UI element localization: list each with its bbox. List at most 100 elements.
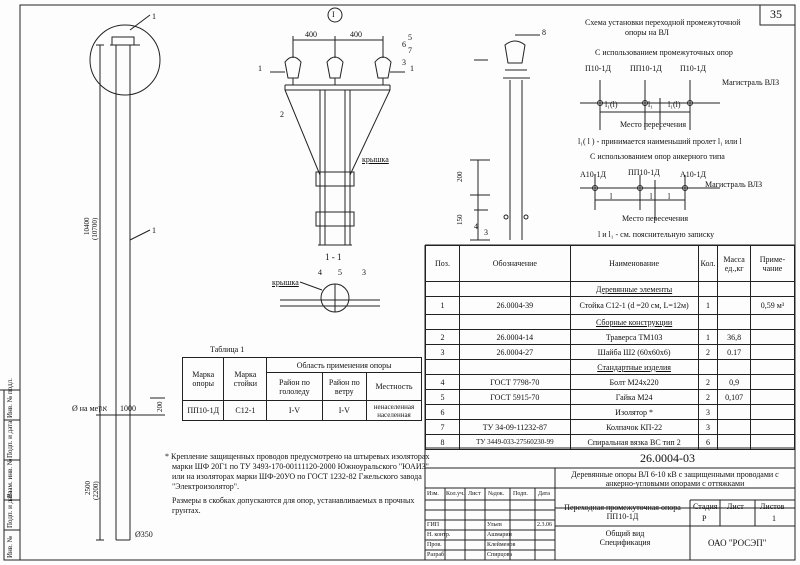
- underground-dim-alt: (2200): [92, 481, 100, 500]
- side-strip-label: Инв. №: [6, 535, 14, 558]
- side-insulator: [504, 40, 526, 64]
- underground-dim: 2500: [84, 481, 92, 495]
- col-hdr: Изм.: [427, 491, 439, 497]
- col-hdr: Дата: [538, 491, 550, 497]
- crossing-1: Место пересечения: [620, 120, 687, 129]
- callout-1a: 1: [152, 12, 156, 21]
- dim-400-left: 400: [305, 30, 317, 39]
- scheme-sub2: С использованием опор анкерного типа: [590, 152, 725, 161]
- role: Разраб.: [427, 552, 446, 558]
- base-dim-2: 200: [156, 401, 164, 413]
- side-dim-200: 200: [456, 171, 464, 183]
- side-callout-4: 4: [474, 222, 478, 231]
- crossing-2: Место пересечения: [622, 214, 689, 223]
- diameter-label: Ø350: [135, 530, 153, 539]
- spec-section: Деревянные элементы: [569, 281, 699, 297]
- sheets-header: Листов: [760, 502, 785, 511]
- detail-callout-6: 6: [402, 40, 406, 49]
- note2-line-1: Размеры в скобках допускаются для опор, …: [172, 496, 415, 505]
- person: Клейменов: [487, 542, 516, 548]
- col-hdr: Подп.: [513, 491, 528, 497]
- spec-table: Поз. Обозначение Наименование Кол. Масса…: [425, 245, 796, 450]
- detail-circle: [89, 24, 161, 96]
- person: Ашмарин: [487, 532, 512, 538]
- section-callout-4: 4: [318, 268, 322, 277]
- sheet-header: Лист: [727, 502, 744, 511]
- doc-code: 26.0004-03: [640, 451, 695, 465]
- spec-section: Стандартные изделия: [569, 359, 699, 375]
- sign-date: 2.3.06: [537, 522, 552, 528]
- table1-cell: I-V: [266, 400, 323, 421]
- sheet-kind: Общий вид Спецификация: [599, 529, 651, 547]
- scheme-title-2: опоры на ВЛ: [625, 28, 669, 37]
- side-strip-label: Инв. № подл.: [6, 378, 14, 418]
- height-dim-alt: (10700): [91, 217, 99, 240]
- spec-header: Обозначение: [459, 245, 571, 282]
- role: ГИП: [427, 522, 440, 528]
- insulator-left: [284, 56, 302, 85]
- role: Пров.: [427, 542, 442, 548]
- span1-c: l₁(l): [668, 100, 681, 109]
- col-hdr: №док.: [488, 491, 505, 497]
- magistral-1: Магистраль ВЛЗ: [722, 78, 780, 87]
- section-label: 1 - 1: [325, 252, 342, 262]
- detail-callout-2: 2: [280, 110, 284, 119]
- span2-c: l: [668, 192, 671, 201]
- table1: Марка опоры Марка стойки Область примене…: [181, 357, 422, 421]
- table1-cell: ненаселенная населенная: [366, 400, 422, 421]
- scheme2-label-c: А10-1Д: [680, 170, 706, 179]
- section-callout-5: 5: [338, 268, 342, 277]
- table1-col-stand: Марка стойки: [223, 357, 268, 401]
- sheet-frame: [19, 4, 796, 561]
- span1-a: l₁(l): [605, 100, 618, 109]
- detail-marker-circle: [327, 7, 343, 23]
- doc-title: Деревянные опоры ВЛ 6-10 кВ с защищенным…: [571, 470, 779, 488]
- scheme-title-1: Схема установки переходной промежуточной: [585, 18, 741, 27]
- table1-sub-wind: Район по ветру: [321, 372, 368, 401]
- scheme1-label-a: П10-1Д: [585, 64, 611, 73]
- table1-sub-ice: Район по гололеду: [266, 372, 323, 401]
- span2-b: l: [650, 192, 653, 201]
- span1-b: l₁: [648, 100, 654, 109]
- krishka-label: крышка: [362, 155, 389, 164]
- detail-callout-3: 3: [402, 58, 406, 67]
- footnote-line-1: * Крепление защищенных проводов предусмо…: [165, 452, 430, 461]
- ground-mark: Ø на меאון: [72, 404, 108, 413]
- col-hdr: Лист: [468, 491, 481, 497]
- detail-marker: I: [332, 10, 335, 19]
- spec-header: Приме- чание: [749, 245, 796, 282]
- side-callout-8: 8: [542, 28, 546, 37]
- height-dim: 10400: [83, 217, 91, 236]
- span2-a: l: [610, 192, 613, 201]
- magistral-2: Магистраль ВЛЗ: [705, 180, 763, 189]
- spec-header: Наименование: [569, 245, 699, 282]
- footnote-line-4: "Электроизолятор".: [172, 482, 239, 491]
- spec-header: Кол.: [697, 245, 719, 282]
- scheme-sub1: С использованием промежуточных опор: [595, 48, 733, 57]
- insulator-center: [326, 56, 344, 85]
- insulator-right: [374, 56, 392, 85]
- side-strip: [3, 389, 21, 561]
- organization: ОАО "РОСЭП": [708, 538, 767, 548]
- scheme-note1: l₁( l ) - принимается наименьший пролет …: [578, 137, 742, 146]
- scheme2-label-b: ПП10-1Д: [628, 168, 660, 177]
- scheme1-label-b: ПП10-1Д: [630, 64, 662, 73]
- person: Спирцова: [487, 552, 513, 558]
- detail-callout-7: 7: [408, 46, 412, 55]
- base-dim-1: 1000: [120, 404, 136, 413]
- scheme1-label-c: П10-1Д: [680, 64, 706, 73]
- footnote-line-3: или на изоляторах марки ШФ-20УО по ГОСТ …: [172, 472, 422, 481]
- callout-1b: 1: [152, 226, 156, 235]
- side-callout-3: 3: [484, 228, 488, 237]
- side-strip-label: Подп. и дата: [6, 420, 14, 458]
- sheet-number-box: [759, 4, 796, 26]
- section-callout-3: 3: [362, 268, 366, 277]
- person: Ульев: [487, 522, 502, 528]
- spec-header: Масса ед.,кг: [717, 245, 751, 282]
